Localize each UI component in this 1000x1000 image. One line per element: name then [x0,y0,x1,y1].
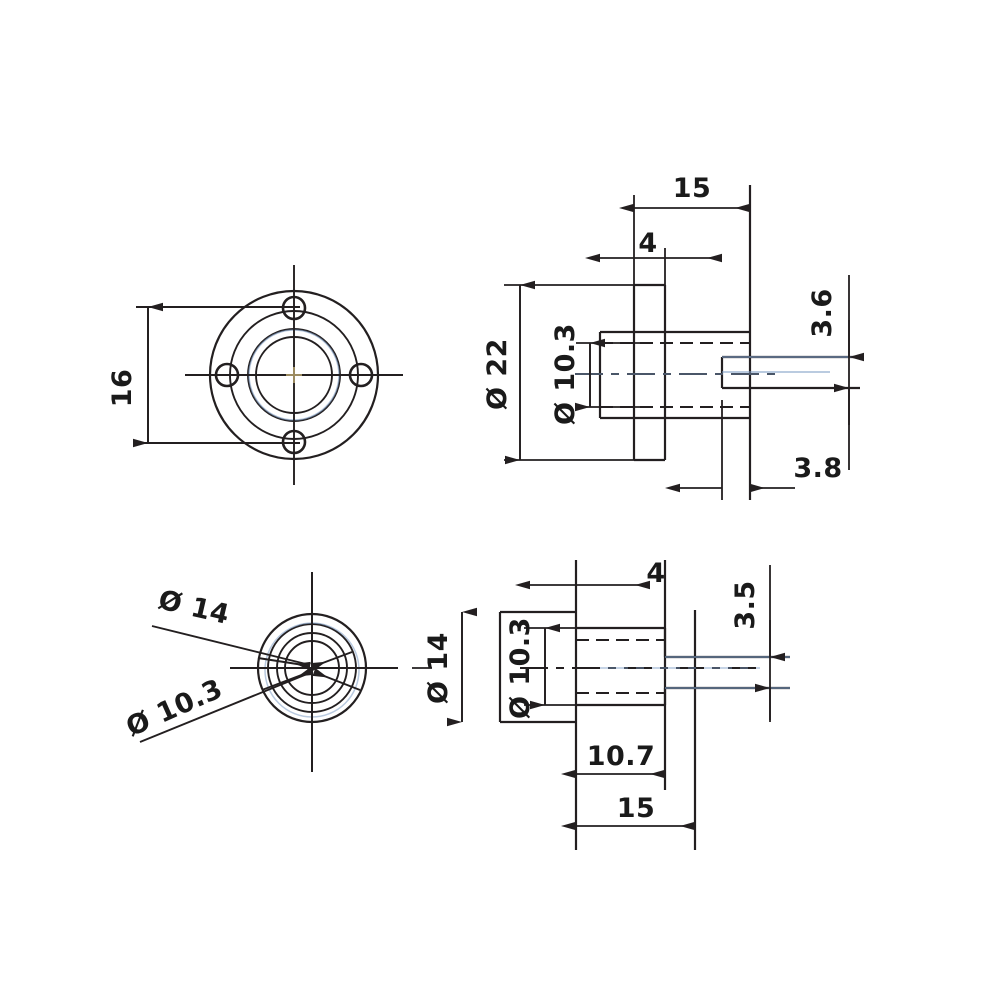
leader-arrow-dia103-right [312,668,361,691]
dim-label-107: 10.7 [587,741,656,772]
leader-line-dia14 [151,625,311,666]
dim-label-dia103-bottom: Ø 10.3 [505,617,536,719]
view-top-left-flange [133,265,403,485]
view-top-right-section [504,185,864,500]
leader-line-dia103 [139,671,313,743]
dim-label-38: 3.8 [793,453,842,484]
leader-arrow-dia103-left [261,667,314,691]
view-bottom-left-flange [139,572,398,772]
dim-label-dia22: Ø 22 [482,338,513,410]
leader-arrow-dia14-right [310,651,353,671]
dim-label-dia14-bottom: Ø 14 [423,632,454,704]
dim-label-dia14-leader: Ø 14 [155,585,232,631]
dim-label-dia103-top: Ø 10.3 [550,323,581,425]
dim-label-dia103-leader: Ø 10.3 [122,673,228,743]
dim-label-15-bottom: 15 [617,793,656,824]
dim-label-4-bottom: 4 [646,558,665,589]
dim-label-4-top: 4 [638,228,657,259]
dim-label-15-top: 15 [673,173,712,204]
dim-label-16: 16 [107,369,138,408]
dim-label-35: 3.5 [730,580,761,629]
leader-arrow-dia14-left [257,657,311,671]
dim-label-36: 3.6 [807,288,838,337]
view-bottom-right-section [412,560,790,850]
dimension-labels: 16 15 4 Ø 22 Ø 10.3 3.6 3.8 Ø 14 Ø 10.3 … [107,173,842,824]
